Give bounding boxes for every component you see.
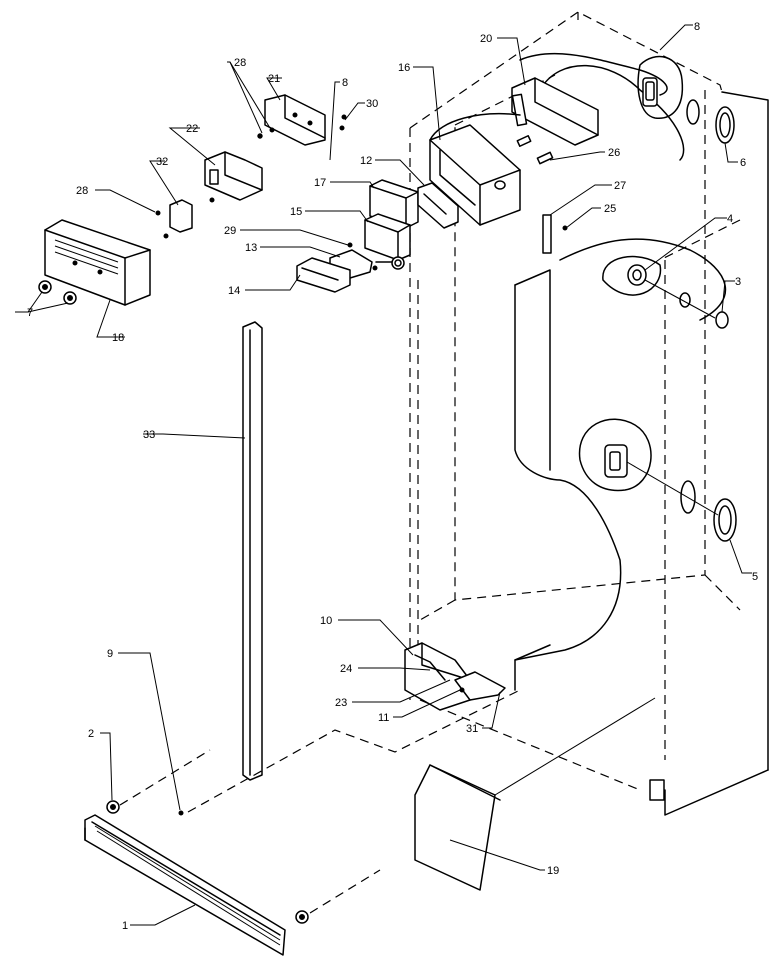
callout-28-left: 28 <box>76 185 88 197</box>
screws <box>257 114 378 271</box>
callout-28-top: 28 <box>234 57 246 69</box>
callout-29: 29 <box>224 225 236 237</box>
leader-lines <box>15 24 752 926</box>
brackets-21-22-32 <box>155 94 345 239</box>
callout-27: 27 <box>614 180 626 192</box>
callout-8-bracket: 8 <box>342 77 348 89</box>
callout-19: 19 <box>547 865 559 877</box>
callout-31: 31 <box>466 723 478 735</box>
callout-18: 18 <box>112 332 124 344</box>
control-panel-18 <box>38 219 151 306</box>
trim-strip-33 <box>242 321 263 781</box>
callout-14: 14 <box>228 285 240 297</box>
callout-15: 15 <box>290 206 302 218</box>
callout-11: 11 <box>378 712 389 724</box>
hinge-5 <box>578 418 737 542</box>
callout-13: 13 <box>245 242 257 254</box>
callout-30: 30 <box>366 98 378 110</box>
fitting-3-4 <box>602 255 729 329</box>
callout-1: 1 <box>122 920 128 932</box>
callout-3: 3 <box>735 276 741 288</box>
callout-16: 16 <box>398 62 410 74</box>
callout-33: 33 <box>143 429 155 441</box>
callout-4: 4 <box>727 213 733 225</box>
callout-23: 23 <box>335 697 347 709</box>
callout-12: 12 <box>360 155 372 167</box>
callout-6: 6 <box>740 157 746 169</box>
callout-32: 32 <box>156 156 168 168</box>
pins-25-26-27 <box>516 134 568 254</box>
cover-19 <box>414 697 656 891</box>
callout-5: 5 <box>752 571 758 583</box>
callout-25: 25 <box>604 203 616 215</box>
callout-8-top: 8 <box>694 21 700 33</box>
callout-20: 20 <box>480 33 492 45</box>
callout-21: 21 <box>268 73 280 85</box>
callout-24: 24 <box>340 663 352 675</box>
callout-2: 2 <box>88 728 94 740</box>
callout-22: 22 <box>186 123 198 135</box>
callout-17: 17 <box>314 177 326 189</box>
callout-10: 10 <box>320 615 332 627</box>
callout-26: 26 <box>608 147 620 159</box>
base-grille-1 <box>84 689 521 956</box>
bracket-20 <box>511 52 668 146</box>
callout-9: 9 <box>107 648 113 660</box>
dispenser-parts <box>296 179 459 293</box>
duct-housing-16 <box>429 112 521 226</box>
callout-labels: 1 2 3 4 5 6 7 8 8 9 10 11 12 13 14 15 16… <box>27 21 758 932</box>
hinge-6-8 <box>637 55 735 144</box>
callout-7: 7 <box>27 307 33 319</box>
